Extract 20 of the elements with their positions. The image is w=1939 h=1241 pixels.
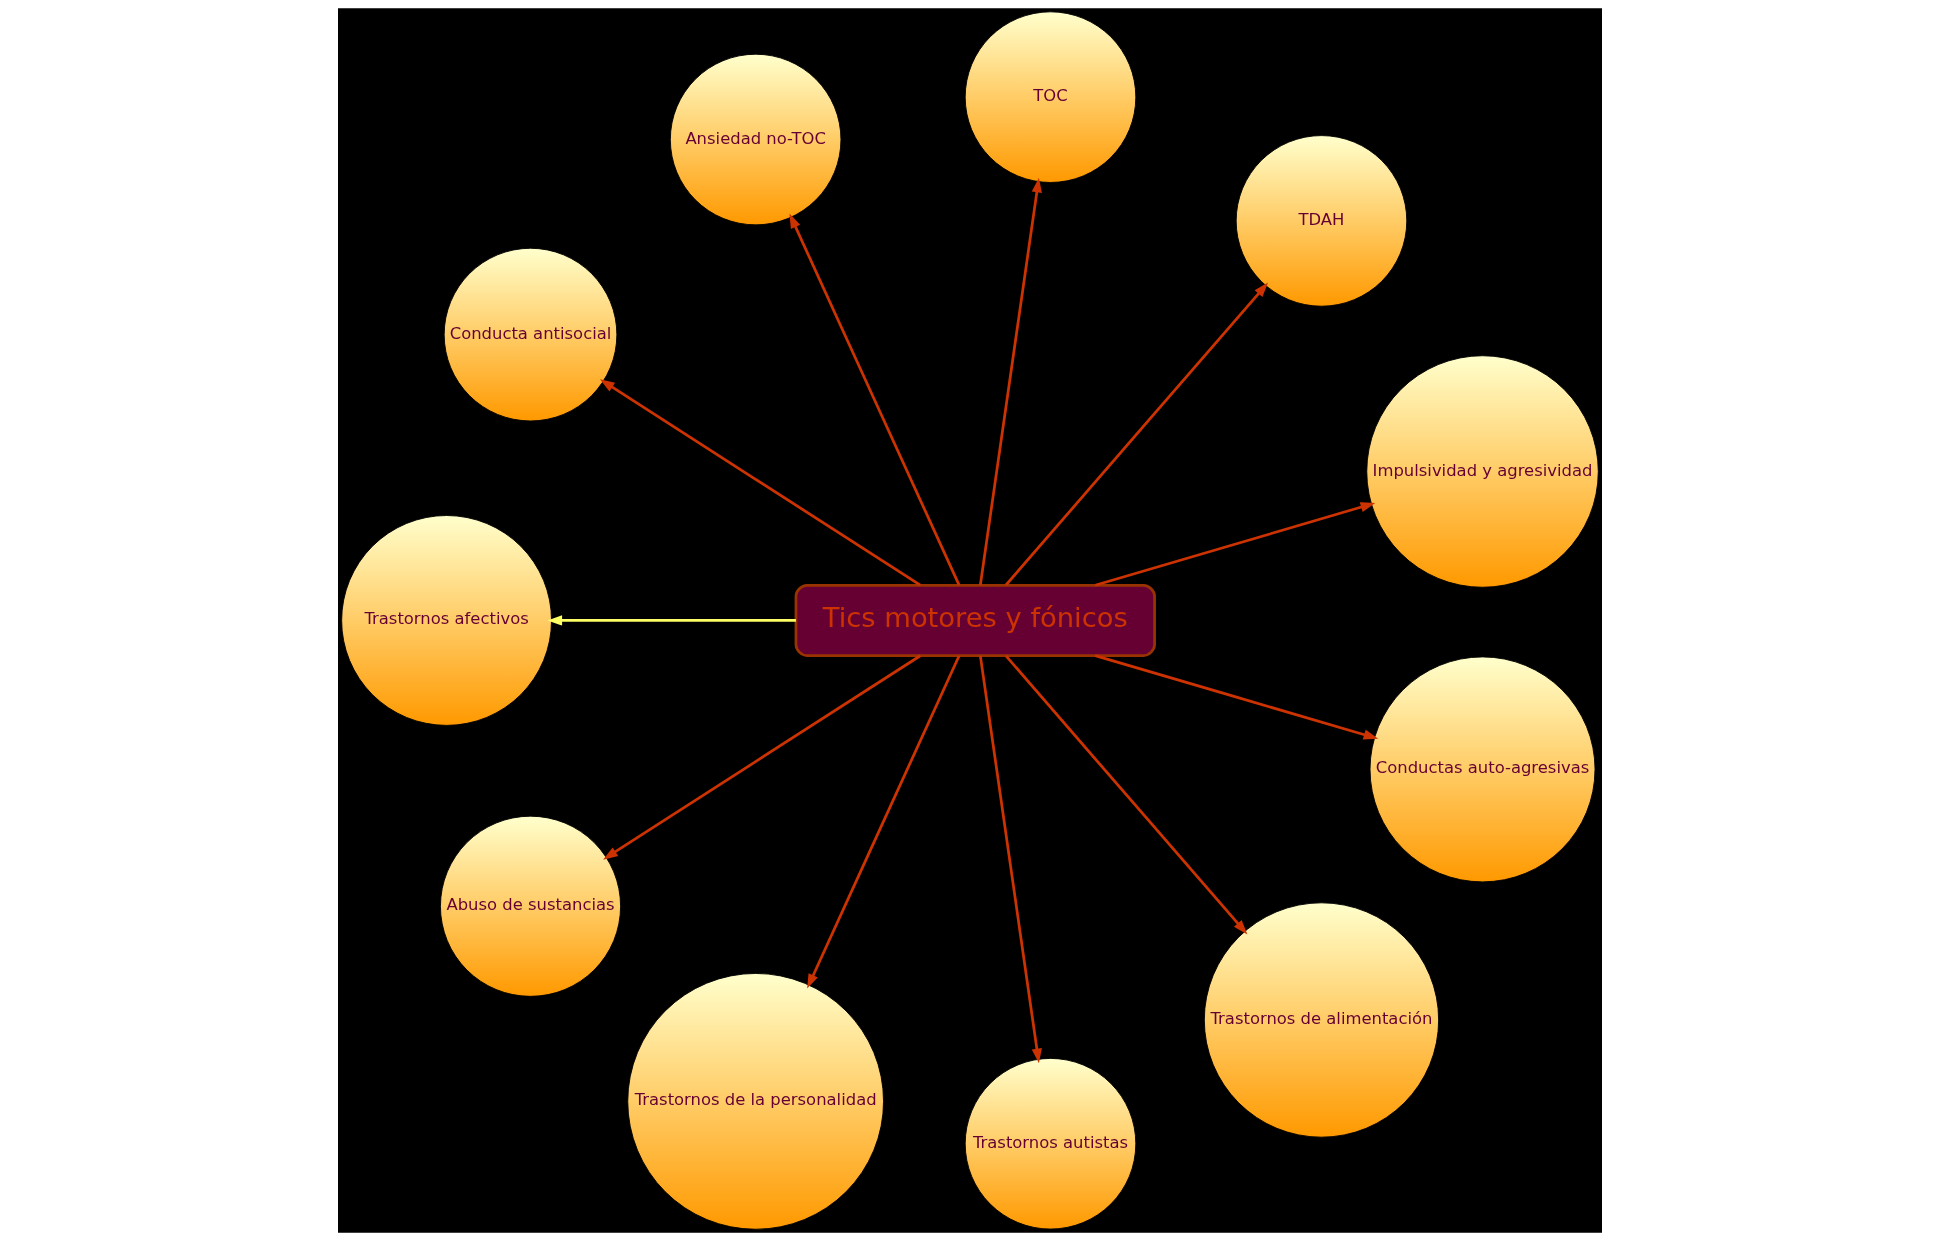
- arrow: [1004, 282, 1268, 586]
- node-circle: Conductas auto-agresivas: [1369, 656, 1595, 883]
- node-circle: Ansiedad no-TOC: [669, 53, 841, 226]
- node-circle: Impulsividad y agresividad: [1365, 355, 1599, 588]
- arrow: [1004, 655, 1247, 935]
- arrow: [546, 615, 796, 626]
- arrow: [1094, 654, 1378, 740]
- arrow: [1094, 502, 1375, 587]
- arrow: [806, 655, 960, 989]
- node-box: Tics motores y fónicos: [794, 583, 1156, 657]
- node-circle: Trastornos afectivos: [340, 515, 552, 726]
- node-circle: Trastornos de alimentación: [1203, 902, 1439, 1138]
- node-circle: Trastornos autistas: [964, 1057, 1136, 1230]
- arrow: [978, 655, 1042, 1064]
- arrow: [602, 654, 921, 860]
- arrow: [599, 379, 921, 587]
- arrow: [978, 177, 1042, 586]
- arrow: [788, 213, 960, 586]
- node-circle: TDAH: [1235, 135, 1407, 307]
- node-circle: TOC: [964, 11, 1136, 183]
